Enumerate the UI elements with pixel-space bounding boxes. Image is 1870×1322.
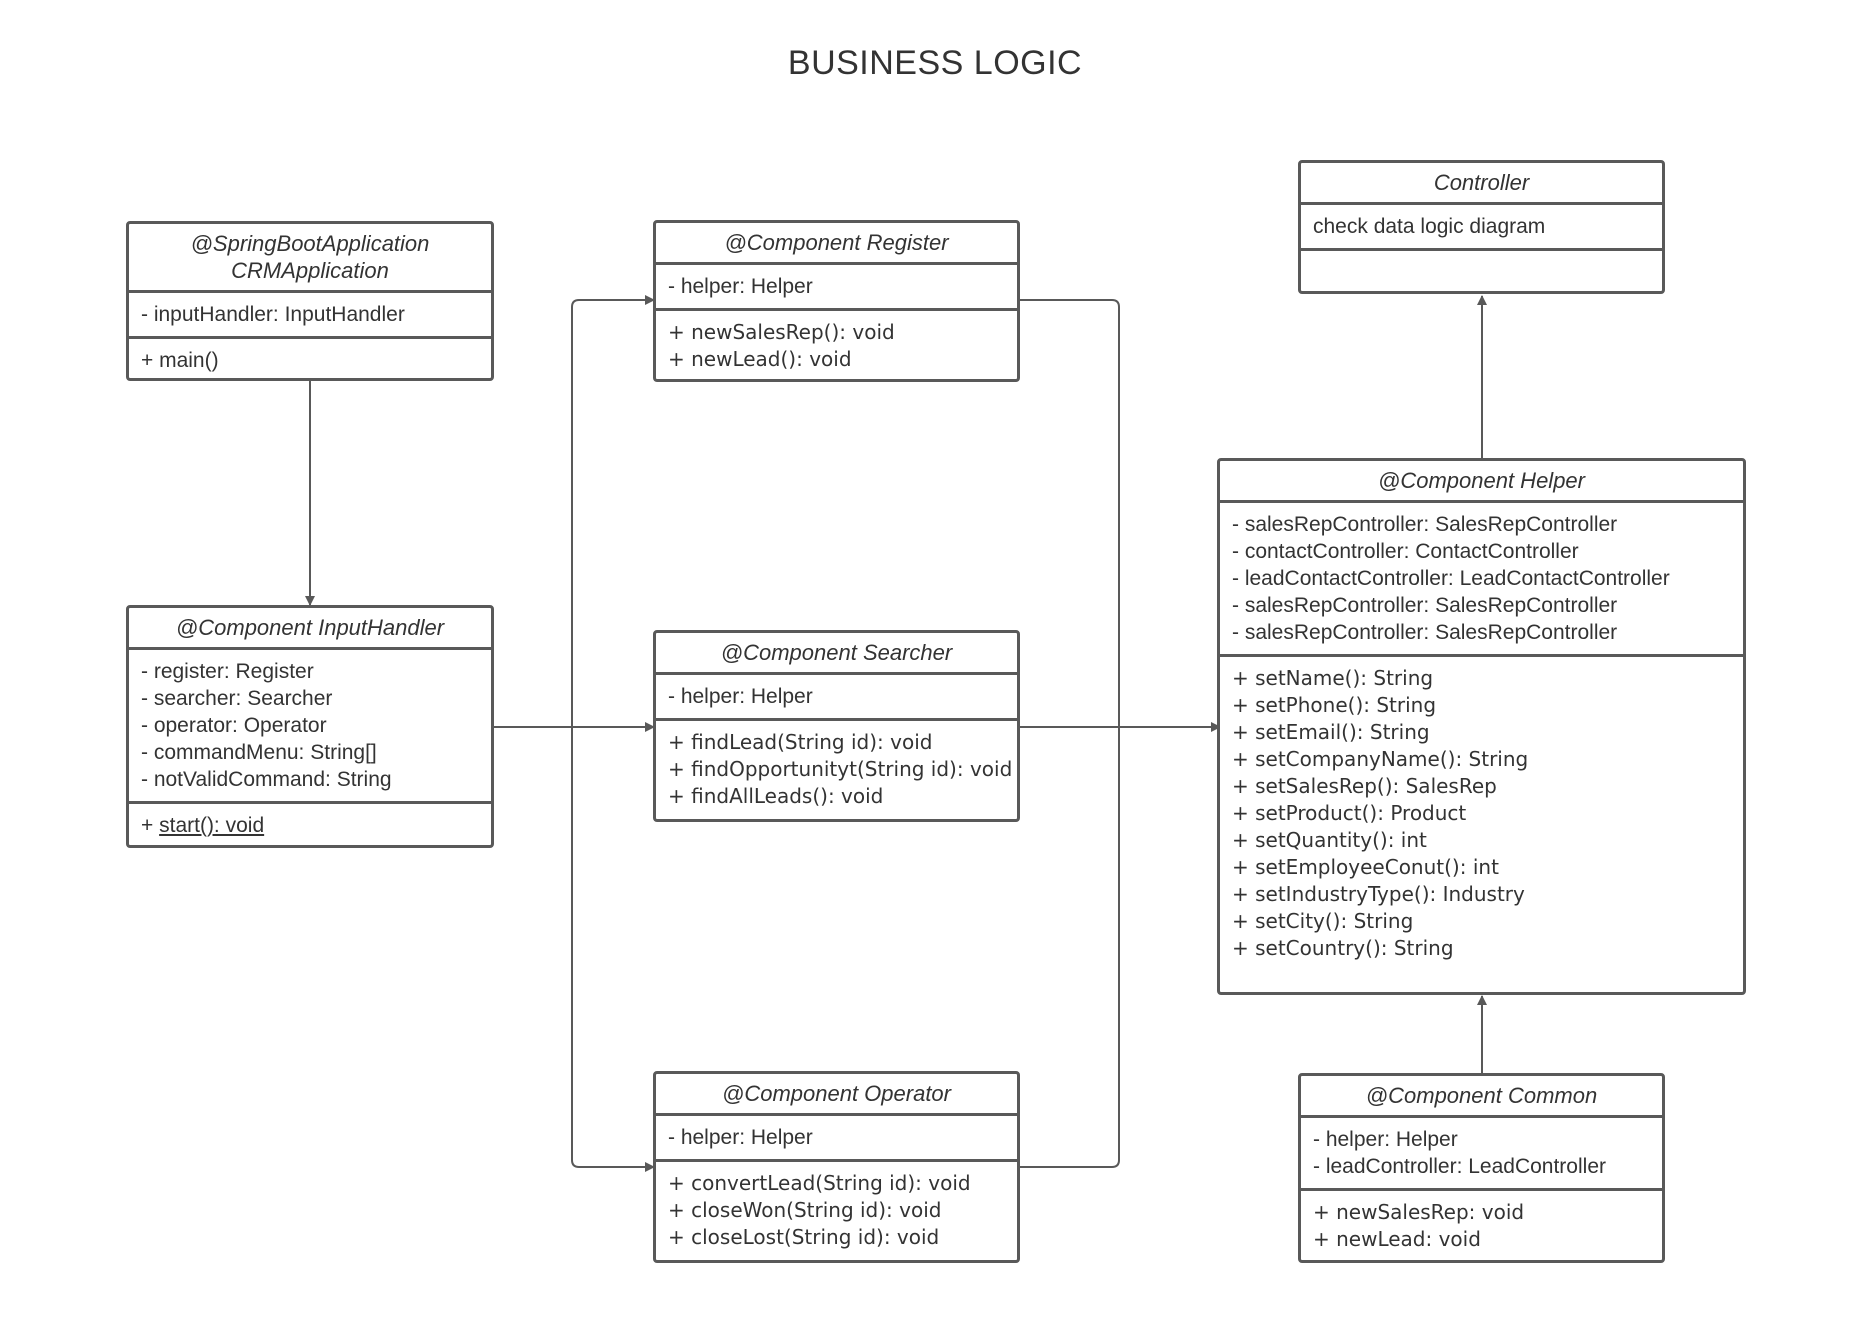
operations-section: + setName(): String + setPhone(): String… bbox=[1220, 654, 1743, 970]
operation: + findOpportunityt(String id): void bbox=[668, 757, 1013, 781]
attributes-section: - helper: Helper bbox=[656, 1116, 1017, 1159]
operation: + newSalesRep(): void bbox=[668, 320, 895, 344]
attributes-section: - salesRepController: SalesRepController… bbox=[1220, 503, 1743, 654]
operation-static: start(): void bbox=[159, 814, 265, 837]
attribute: - helper: Helper bbox=[668, 1126, 813, 1149]
operation: + start(): void bbox=[141, 812, 479, 839]
class-input-handler: @Component InputHandler - register: Regi… bbox=[126, 605, 494, 848]
operations-section: + start(): void bbox=[129, 801, 491, 847]
attribute: - searcher: Searcher bbox=[141, 687, 333, 710]
class-operator: @Component Operator - helper: Helper + c… bbox=[653, 1071, 1020, 1263]
operation: + newLead: void bbox=[1313, 1227, 1481, 1251]
operation: + setCountry(): String bbox=[1232, 936, 1454, 960]
attribute: - salesRepController: SalesRepController bbox=[1232, 621, 1618, 644]
operation: + setQuantity(): int bbox=[1232, 828, 1427, 852]
attributes-section: - helper: Helper bbox=[656, 675, 1017, 718]
operation: + setIndustryType(): Industry bbox=[1232, 882, 1525, 906]
attributes-section: - inputHandler: InputHandler bbox=[129, 293, 491, 336]
edge-to-operator bbox=[571, 1159, 655, 1172]
attribute: - helper: Helper bbox=[668, 275, 813, 298]
class-searcher: @Component Searcher - helper: Helper + f… bbox=[653, 630, 1020, 822]
operations-section: + main() bbox=[129, 336, 491, 382]
operation: + setCity(): String bbox=[1232, 909, 1414, 933]
class-helper: @Component Helper - salesRepController: … bbox=[1217, 458, 1746, 995]
operations-section: + newSalesRep: void + newLead: void bbox=[1301, 1188, 1662, 1261]
class-header: @Component Register bbox=[656, 223, 1017, 265]
class-register: @Component Register - helper: Helper + n… bbox=[653, 220, 1020, 382]
operation: + setEmail(): String bbox=[1232, 720, 1430, 744]
class-header: @Component Searcher bbox=[656, 633, 1017, 675]
diagram-title: BUSINESS LOGIC bbox=[787, 44, 1083, 82]
class-header: @Component Helper bbox=[1220, 461, 1743, 503]
attribute: - leadController: LeadController bbox=[1313, 1155, 1606, 1178]
operations-section: + convertLead(String id): void + closeWo… bbox=[656, 1159, 1017, 1259]
edge-register-out bbox=[1018, 299, 1120, 1168]
attribute: - notValidCommand: String bbox=[141, 768, 392, 791]
operation: + newSalesRep: void bbox=[1313, 1200, 1525, 1224]
operation: + convertLead(String id): void bbox=[668, 1171, 971, 1195]
attributes-section: - helper: Helper bbox=[656, 265, 1017, 308]
attribute: - operator: Operator bbox=[141, 714, 327, 737]
class-common: @Component Common - helper: Helper - lea… bbox=[1298, 1073, 1665, 1263]
operations-section: + findLead(String id): void + findOpport… bbox=[656, 718, 1017, 818]
attributes-section: - helper: Helper - leadController: LeadC… bbox=[1301, 1118, 1662, 1188]
operations-section bbox=[1301, 248, 1662, 295]
operations-section: + newSalesRep(): void + newLead(): void bbox=[656, 308, 1017, 381]
attribute: - helper: Helper bbox=[1313, 1128, 1458, 1151]
class-crm-application: @SpringBootApplication CRMApplication - … bbox=[126, 221, 494, 381]
class-name: CRMApplication bbox=[231, 258, 389, 283]
attribute: - salesRepController: SalesRepController bbox=[1232, 513, 1618, 536]
attributes-section: - register: Register - searcher: Searche… bbox=[129, 650, 491, 801]
operation: + main() bbox=[141, 349, 219, 372]
attribute: check data logic diagram bbox=[1313, 215, 1546, 238]
operation: + setSalesRep(): SalesRep bbox=[1232, 774, 1497, 798]
class-header: @Component Operator bbox=[656, 1074, 1017, 1116]
edge-to-register bbox=[571, 295, 655, 308]
attribute: - inputHandler: InputHandler bbox=[141, 303, 405, 326]
operation: + setCompanyName(): String bbox=[1232, 747, 1529, 771]
operation-visibility: + bbox=[141, 814, 160, 837]
operation: + findLead(String id): void bbox=[668, 730, 933, 754]
class-controller: Controller check data logic diagram bbox=[1298, 160, 1665, 294]
attribute: - register: Register bbox=[141, 660, 314, 683]
class-header: @SpringBootApplication CRMApplication bbox=[129, 224, 491, 293]
class-header: Controller bbox=[1301, 163, 1662, 205]
class-header: @Component InputHandler bbox=[129, 608, 491, 650]
class-header: @Component Common bbox=[1301, 1076, 1662, 1118]
operation: + closeLost(String id): void bbox=[668, 1225, 940, 1249]
operation: + setPhone(): String bbox=[1232, 693, 1437, 717]
operation: + setName(): String bbox=[1232, 666, 1434, 690]
operation: + newLead(): void bbox=[668, 347, 852, 371]
attribute: - salesRepController: SalesRepController bbox=[1232, 594, 1618, 617]
operation: + findAllLeads(): void bbox=[668, 784, 884, 808]
operation: + setProduct(): Product bbox=[1232, 801, 1467, 825]
attribute: - helper: Helper bbox=[668, 685, 813, 708]
attribute: - contactController: ContactController bbox=[1232, 540, 1579, 563]
attribute: - leadContactController: LeadContactCont… bbox=[1232, 567, 1670, 590]
operation: + closeWon(String id): void bbox=[668, 1198, 942, 1222]
attribute: - commandMenu: String[] bbox=[141, 741, 377, 764]
class-annotation: @SpringBootApplication bbox=[190, 231, 430, 256]
attributes-section: check data logic diagram bbox=[1301, 205, 1662, 248]
operation: + setEmployeeConut(): int bbox=[1232, 855, 1499, 879]
